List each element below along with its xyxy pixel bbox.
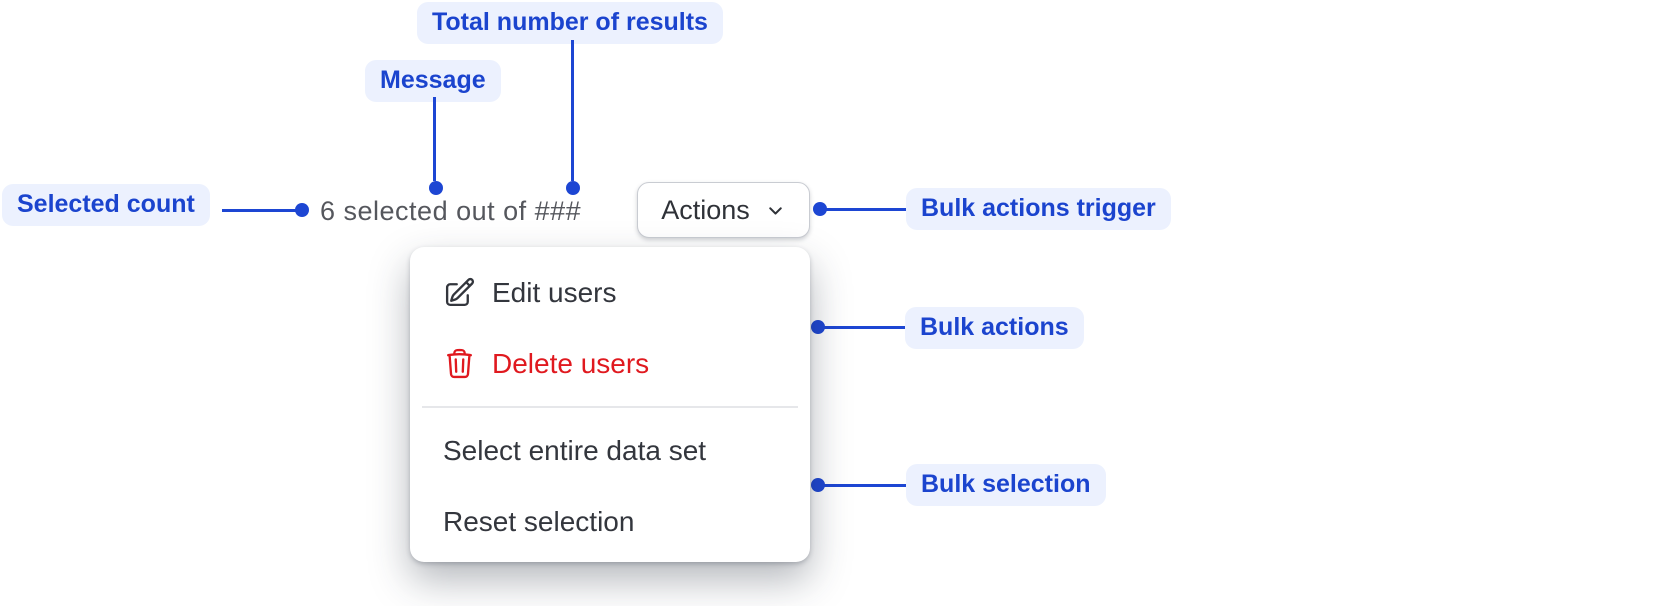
connector-line-bulk-selection [822,484,906,487]
menu-divider [422,406,798,408]
trash-icon [443,347,476,380]
connector-line-bulk-actions [822,326,905,329]
actions-button-label: Actions [661,194,750,225]
menu-item-label: Delete users [492,347,650,379]
connector-dot-total-results [566,181,580,195]
menu-item-select-entire-data-set[interactable]: Select entire data set [410,415,810,486]
bulk-actions-menu: Edit users Delete users Select entire da… [410,247,810,562]
annotation-message: Message [365,60,501,102]
annotation-bulk-actions-trigger: Bulk actions trigger [906,188,1171,230]
menu-item-label: Reset selection [443,505,635,537]
annotation-total-results: Total number of results [417,2,723,44]
annotation-bulk-selection: Bulk selection [906,464,1106,506]
connector-dot-bulk-selection [811,478,825,492]
menu-item-reset-selection[interactable]: Reset selection [410,486,810,557]
connector-dot-bulk-actions [811,320,825,334]
menu-item-label: Select entire data set [443,434,707,466]
connector-dot-message [429,181,443,195]
connector-dot-selected-count [295,203,309,217]
connector-dot-bulk-actions-trigger [813,202,827,216]
selected-count-message: 6 selected out of ### [320,196,582,226]
menu-item-edit-users[interactable]: Edit users [410,257,810,328]
annotation-bulk-actions: Bulk actions [905,307,1084,349]
menu-item-label: Edit users [492,276,617,308]
menu-item-delete-users[interactable]: Delete users [410,328,810,399]
connector-line-message [433,97,436,181]
bulk-actions-trigger-button[interactable]: Actions [637,182,810,238]
connector-line-selected-count [222,209,298,212]
annotation-selected-count: Selected count [2,184,210,226]
connector-line-total-results [571,40,574,181]
pencil-square-icon [443,276,476,309]
chevron-down-icon [765,200,786,221]
connector-line-bulk-actions-trigger [824,208,906,211]
